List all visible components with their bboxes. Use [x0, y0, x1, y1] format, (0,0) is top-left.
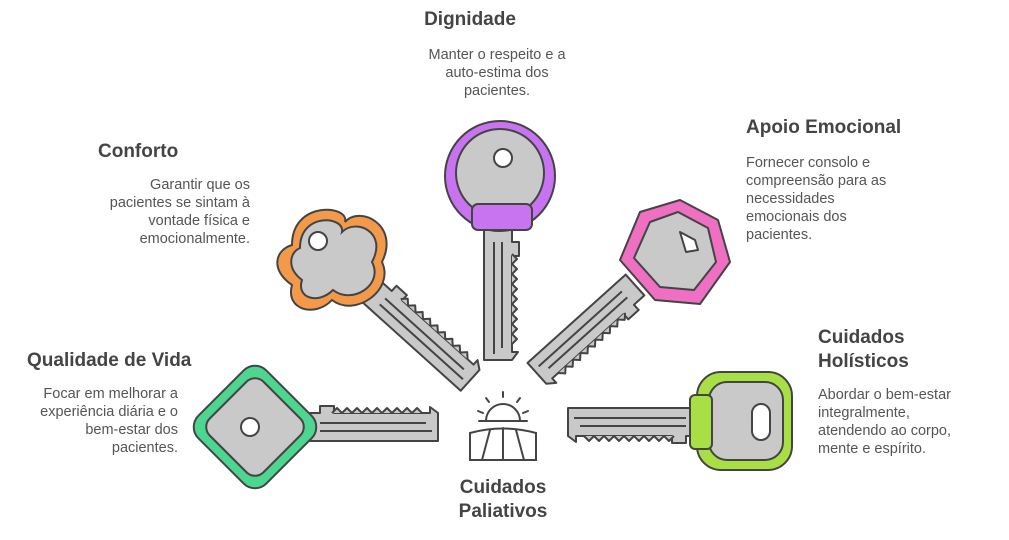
- key-dignidade: [444, 120, 556, 361]
- sunrise-field-icon: [469, 391, 537, 461]
- title-cuidados-paliativos: Cuidados Paliativos: [458, 477, 548, 522]
- desc-conforto: Garantir que os pacientes se sintam à vo…: [109, 177, 250, 247]
- key-conforto: [276, 208, 486, 392]
- title-conforto: Conforto: [98, 141, 179, 162]
- desc-dignidade: Manter o respeito e a auto-estima dos pa…: [428, 47, 566, 99]
- key-cuidados-holisticos: [567, 371, 793, 471]
- desc-apoio-emocional: Fornecer consolo e compreensão para as n…: [746, 155, 887, 243]
- key-apoio-emocional: [526, 199, 731, 390]
- desc-qualidade-de-vida: Focar em melhorar a experiência diária e…: [40, 386, 178, 456]
- title-dignidade: Dignidade: [424, 9, 516, 30]
- title-qualidade-de-vida: Qualidade de Vida: [27, 350, 192, 371]
- desc-cuidados-holisticos: Abordar o bem-estar integralmente, atend…: [818, 387, 952, 457]
- key-qualidade-de-vida: [192, 364, 439, 490]
- title-cuidados-holisticos: Cuidados Holísticos: [818, 327, 909, 372]
- title-apoio-emocional: Apoio Emocional: [746, 117, 902, 138]
